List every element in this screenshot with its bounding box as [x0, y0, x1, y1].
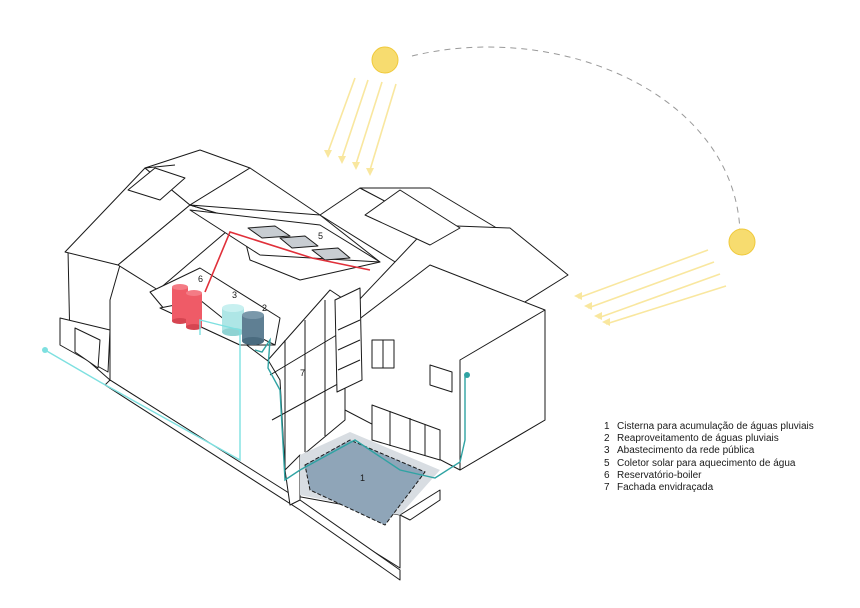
legend-text: Reaproveitamento de águas pluviais — [617, 433, 779, 445]
left-dormer — [127, 167, 186, 201]
sun-path-arc — [411, 46, 741, 233]
left-wing-bay — [74, 327, 101, 369]
window-side — [429, 364, 453, 393]
legend-number: 3 — [604, 445, 610, 457]
legend-item: 5 Coletor solar para aquecimento de água — [604, 458, 854, 470]
legend-item: 6 Reservatório-boiler — [604, 470, 854, 482]
legend-number: 2 — [604, 433, 610, 445]
sun-icon — [728, 228, 756, 256]
legend-text: Reservatório-boiler — [617, 469, 702, 481]
legend-number: 6 — [604, 469, 610, 481]
sun-rays-lower — [577, 249, 727, 325]
legend-item: 1 Cisterna para acumulação de águas pluvi… — [604, 421, 854, 433]
legend-item: 7 Fachada envidraçada — [604, 482, 854, 494]
callout-1: 1 — [360, 473, 365, 483]
courtyard-wall-right — [399, 489, 441, 521]
arrowhead — [324, 150, 332, 158]
legend-number: 7 — [604, 482, 610, 494]
legend-text: Abastecimento da rede pública — [617, 445, 755, 457]
arrowhead — [602, 318, 610, 326]
arrowhead — [352, 162, 360, 170]
right-gable-peak — [364, 189, 461, 246]
ground-glazing — [371, 404, 441, 461]
right-facade-side — [459, 309, 546, 471]
legend-text: Fachada envidraçada — [617, 482, 714, 494]
callout-2: 2 — [262, 303, 267, 313]
cistern — [304, 439, 426, 526]
sun-icon — [371, 46, 399, 74]
legend-number: 5 — [604, 457, 610, 469]
arrowhead — [338, 156, 346, 164]
public-water-tank — [222, 304, 244, 336]
legend: 1 Cisterna para acumulação de águas pluvi… — [604, 421, 854, 494]
solar-panel-2 — [279, 235, 319, 249]
solar-panel-1 — [247, 225, 291, 239]
public-supply-inlet — [42, 347, 48, 353]
inner-column — [334, 287, 363, 393]
legend-item: 3 Abastecimento da rede pública — [604, 445, 854, 457]
glazed-facade — [267, 289, 346, 471]
callout-3: 3 — [232, 290, 237, 300]
arrowhead — [584, 302, 592, 310]
solar-circuit-pipe — [204, 231, 371, 293]
callout-6: 6 — [198, 274, 203, 284]
legend-number: 1 — [604, 421, 610, 432]
solar-panel-3 — [311, 247, 351, 261]
arrowhead — [366, 168, 374, 176]
boiler-tanks — [172, 284, 202, 330]
legend-item: 2 Reaproveitamento de águas pluviais — [604, 433, 854, 445]
rainwater-pipe — [254, 337, 466, 482]
rainwater-tank — [242, 311, 264, 345]
sun-rays-upper — [327, 77, 397, 171]
arrowhead — [594, 312, 602, 320]
rainwater-inlet — [464, 372, 470, 378]
callout-7: 7 — [300, 368, 305, 378]
legend-text: Coletor solar para aquecimento de água — [617, 457, 796, 469]
callout-5: 5 — [318, 231, 323, 241]
legend-text: Cisterna para acumulação de águas pluvia… — [617, 421, 814, 432]
courtyard-wall-left — [284, 454, 301, 506]
arrowhead — [574, 292, 582, 300]
public-supply-pipe — [44, 319, 241, 462]
